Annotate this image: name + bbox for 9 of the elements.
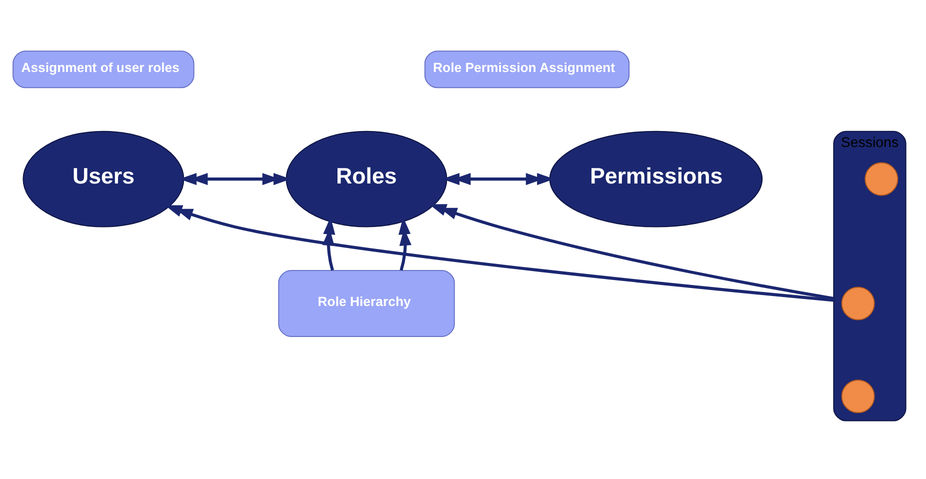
arrow: [428, 204, 834, 300]
cluster: Sessions: [832, 130, 906, 421]
node-box: Role Permission Assignment: [424, 50, 630, 88]
node-circle: [840, 286, 874, 320]
node-circle: [864, 162, 898, 196]
node-box: Role Hierarchy: [278, 269, 454, 336]
node-circle: [840, 379, 874, 413]
node-ellipse: Permissions: [548, 130, 762, 227]
node-box: Assignment of user roles: [12, 50, 194, 88]
